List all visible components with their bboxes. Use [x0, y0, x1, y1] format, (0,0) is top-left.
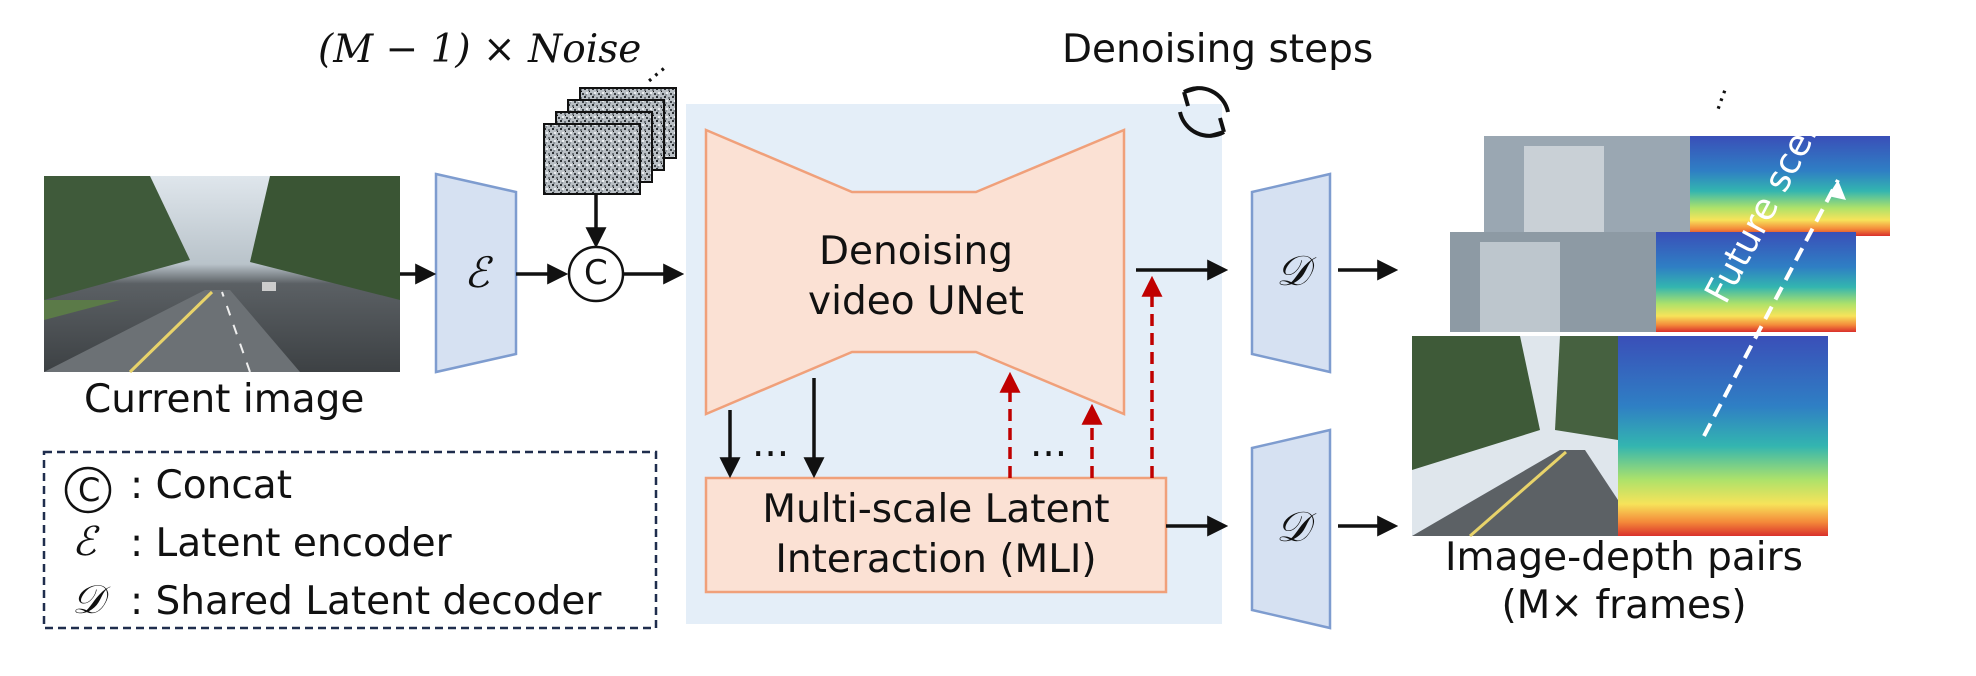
output-label-line1: Image-depth pairs	[1445, 535, 1803, 580]
legend-concat-text: : Concat	[130, 463, 292, 508]
legend-box	[42, 450, 658, 630]
output-frame-middle	[1450, 232, 1856, 332]
mli-label-line1: Multi-scale Latent	[762, 487, 1110, 532]
unet-label-line2: video UNet	[808, 279, 1024, 324]
output-frame-front	[1412, 336, 1828, 538]
output-dots: ...	[1697, 81, 1734, 115]
encoder-symbol: ℰ	[464, 248, 490, 297]
decoder-block-bottom	[1250, 428, 1332, 630]
current-image-label: Current image	[84, 377, 365, 422]
legend-concat-symbol: C	[78, 471, 101, 509]
mli-label-line2: Interaction (MLI)	[775, 537, 1097, 582]
legend-encoder-text: : Latent encoder	[130, 521, 452, 566]
current-image	[44, 176, 400, 374]
denoising-steps-label: Denoising steps	[1062, 27, 1374, 72]
ellipsis-left: ...	[752, 421, 790, 466]
denoising-cycle-icon	[1178, 86, 1230, 138]
decoder-block-top	[1250, 172, 1332, 374]
concat-symbol: C	[584, 253, 608, 293]
unet-label-line1: Denoising	[818, 229, 1014, 274]
future-scenes-arrow	[1702, 179, 1840, 437]
decoder-symbol-top: 𝒟	[1276, 246, 1310, 295]
legend-concat-circle	[64, 466, 112, 514]
output-frame-back	[1484, 136, 1890, 236]
mli-block	[704, 476, 1168, 594]
output-label-line2: (M× frames)	[1501, 583, 1747, 628]
latent-encoder-block	[434, 172, 518, 374]
ellipsis-right: ...	[1030, 421, 1068, 466]
noise-label: (M − 1) × Noise	[318, 27, 642, 72]
legend-decoder-text: : Shared Latent decoder	[130, 579, 602, 624]
legend-decoder-symbol: 𝒟	[72, 577, 104, 623]
legend-encoder-symbol: ℰ	[72, 519, 97, 565]
denoising-unet-block	[704, 128, 1126, 416]
noise-stack	[543, 87, 677, 195]
decoder-symbol-bottom: 𝒟	[1276, 502, 1310, 551]
